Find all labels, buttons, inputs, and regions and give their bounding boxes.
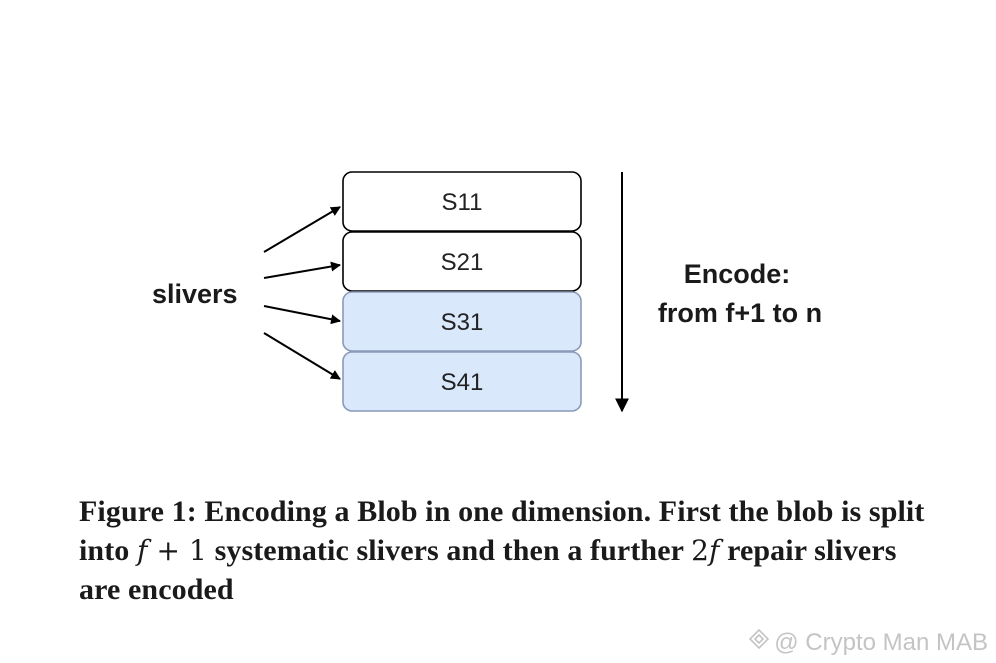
sliver-arrow-3: [263, 305, 341, 325]
caption-math-two: 2: [691, 534, 710, 567]
sliver-box-s31: S31: [342, 291, 582, 352]
sliver-label-s11: S11: [442, 189, 483, 216]
watermark: @ Crypto Man MAB: [748, 628, 988, 657]
sliver-box-rect: [342, 351, 582, 412]
sliver-arrow-4: [263, 332, 341, 380]
encoding-diagram: S11 S21 S31 S41 slivers Encode: from f+1…: [152, 171, 822, 413]
sliver-box-rect: [342, 231, 582, 292]
encode-label-line1: Encode:: [684, 259, 791, 289]
sliver-box-s41: S41: [342, 351, 582, 412]
sliver-box-s21: S21: [342, 231, 582, 292]
sliver-box-rect: [342, 291, 582, 352]
sliver-arrow-2: [263, 261, 341, 279]
encode-label-line2: from f+1 to n: [658, 298, 822, 328]
figure-caption: Figure 1: Encoding a Blob in one dimensi…: [79, 492, 939, 609]
caption-text-part1: Figure 1: Encoding a Blob in one dimensi…: [79, 495, 925, 567]
sliver-box-rect: [342, 171, 582, 232]
caption-text-part3: repair slivers are encoded: [79, 534, 897, 606]
caption-text-part2: systematic slivers and then a further: [206, 534, 692, 567]
sliver-label-s21: S21: [441, 249, 484, 276]
slivers-label: slivers: [152, 279, 238, 309]
caption-math-plus-one: + 1: [147, 534, 207, 567]
caption-math-f2: f: [709, 534, 720, 567]
sliver-label-s31: S31: [441, 309, 484, 336]
crypto-logo-icon: [748, 628, 770, 657]
sliver-arrow-1: [263, 206, 341, 253]
watermark-text: @ Crypto Man MAB: [774, 628, 988, 656]
sliver-box-s11: S11: [342, 171, 582, 232]
sliver-label-s41: S41: [441, 369, 484, 396]
caption-math-f: f: [137, 534, 148, 567]
